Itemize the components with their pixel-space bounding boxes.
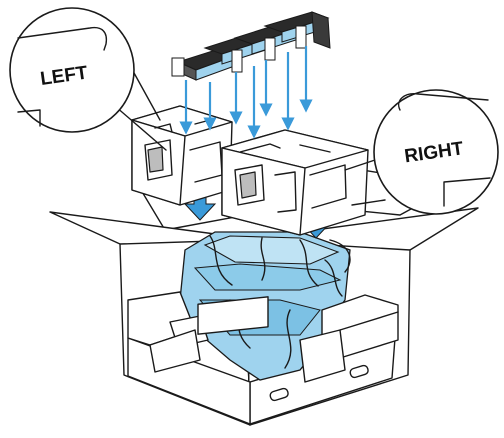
left-foam-insert xyxy=(132,106,232,205)
cartridge-end-cap xyxy=(172,58,184,76)
cartridge-end-cap xyxy=(296,26,306,48)
cartridge-end-cap xyxy=(232,50,242,72)
right-foam-insert xyxy=(222,130,368,235)
cartridge-end-cap xyxy=(265,38,275,60)
